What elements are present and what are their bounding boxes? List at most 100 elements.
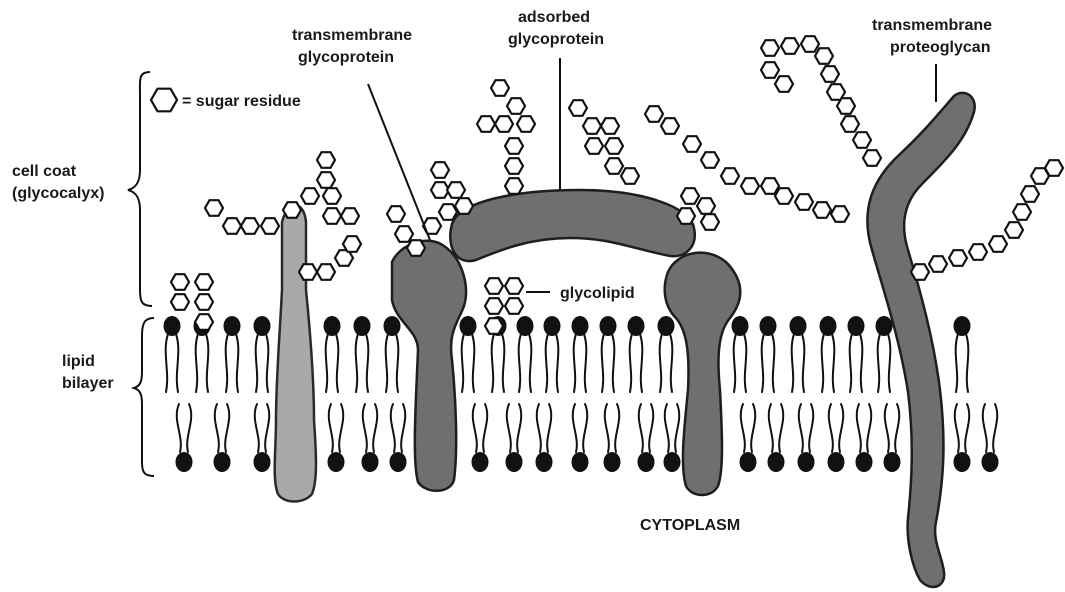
sugar-residue-icon [721, 168, 739, 184]
lipid-tail [665, 404, 669, 452]
lipid-tail [574, 334, 576, 392]
lipid-head-icon [954, 316, 971, 336]
lipid-tail [529, 334, 531, 392]
lipid-tail [462, 334, 464, 392]
sugar-residue-icon [341, 208, 359, 224]
sugar-residue-icon [837, 98, 855, 114]
sugar-residue-icon [407, 240, 425, 256]
sugar-chain [677, 188, 719, 230]
sugar-residue-icon [223, 218, 241, 234]
lipid-tail [366, 334, 368, 392]
lipid-molecule-inner [390, 404, 407, 472]
sugar-residue-icon [485, 278, 503, 294]
lipid-head-icon [354, 316, 371, 336]
lipid-molecule-outer [517, 316, 534, 392]
sugar-residue-icon [343, 236, 361, 252]
lipid-head-icon [740, 452, 757, 472]
lipid-molecule-inner [472, 404, 489, 472]
sugar-residue-icon [683, 136, 701, 152]
sugar-residue-icon [661, 118, 679, 134]
lipid-tail [829, 404, 833, 452]
sugar-residue-icon [323, 188, 341, 204]
glycolipid-label: glycolipid [560, 285, 635, 302]
lipid-tail [255, 404, 259, 452]
lipid-tail [265, 404, 269, 452]
sugar-residue-icon [485, 318, 503, 334]
sugar-residue-icon [863, 150, 881, 166]
sugar-residue-icon [761, 62, 779, 78]
sugar-residue-icon [195, 274, 213, 290]
sugar-residue-icon [989, 236, 1007, 252]
lipid-tail [583, 404, 587, 452]
lipid-tail [857, 404, 861, 452]
light-transmembrane-protein [275, 206, 316, 502]
lipid-tail [615, 404, 619, 452]
lipid-tail [965, 404, 969, 452]
sugar-chain [645, 106, 779, 194]
lipid-tail [483, 404, 487, 452]
sugar-residue-icon [645, 106, 663, 122]
lipid-head-icon [472, 452, 489, 472]
lipid-head-icon [517, 316, 534, 336]
lipid-tail [547, 404, 551, 452]
lipid-molecule-inner [856, 404, 873, 472]
lipid-head-icon [658, 316, 675, 336]
lipid-tail [630, 334, 632, 392]
sugar-residue-icon [801, 36, 819, 52]
sugar-residue-icon [395, 226, 413, 242]
sugar-residue-icon [681, 188, 699, 204]
sugar-residue-icon [929, 256, 947, 272]
sugar-chain [569, 100, 639, 184]
lipid-tail [584, 334, 586, 392]
lipid-tail [885, 404, 889, 452]
sugar-residue-icon [1021, 186, 1039, 202]
sugar-residue-icon [241, 218, 259, 234]
lipid-tail [639, 404, 643, 452]
lipid-tail [507, 404, 511, 452]
sugar-residue-icon [815, 48, 833, 64]
sugar-residue-icon [775, 188, 793, 204]
lipid-molecule-outer [876, 316, 893, 392]
lipid-head-icon [732, 316, 749, 336]
lipid-tail [762, 334, 764, 392]
lipid-head-icon [760, 316, 777, 336]
transmembrane-proteoglycan-label-line1: transmembrane [872, 17, 992, 34]
lipid-tail [602, 334, 604, 392]
sugar-residue-icon [505, 158, 523, 174]
lipid-molecule-inner [638, 404, 655, 472]
sugar-residue-label: = sugar residue [182, 93, 301, 110]
lipid-head-icon [460, 316, 477, 336]
lipid-bilayer-label-line2: bilayer [62, 375, 114, 392]
sugar-residue-icon [781, 38, 799, 54]
lipid-tail [401, 404, 405, 452]
lipid-tail [867, 404, 871, 452]
sugar-residue-icon [697, 198, 715, 214]
lipid-head-icon [254, 316, 271, 336]
sugar-residue-icon [495, 116, 513, 132]
lipid-tail [888, 334, 890, 392]
lipid-molecule-inner [954, 404, 971, 472]
lipid-molecule-inner [254, 404, 271, 472]
lipid-head-icon [664, 452, 681, 472]
lipid-molecule-inner [884, 404, 901, 472]
cell-coat-label-line1: cell coat [12, 163, 77, 180]
sugar-residue-icon [701, 214, 719, 230]
lipid-head-icon [798, 452, 815, 472]
sugar-residue-icon [761, 178, 779, 194]
lipid-tail [955, 404, 959, 452]
lipid-head-icon [828, 452, 845, 472]
sugar-residue-icon [505, 278, 523, 294]
lipid-tail [832, 334, 834, 392]
lipid-tail [670, 334, 672, 392]
lipid-head-icon [604, 452, 621, 472]
braces [128, 72, 154, 476]
lipid-head-icon [572, 316, 589, 336]
lipid-tail [236, 334, 238, 392]
lipid-tail [675, 404, 679, 452]
lipid-tail [839, 404, 843, 452]
lipid-tail [373, 404, 377, 452]
sugar-residue-icon [505, 138, 523, 154]
lipid-tail [386, 334, 388, 392]
lipid-head-icon [224, 316, 241, 336]
